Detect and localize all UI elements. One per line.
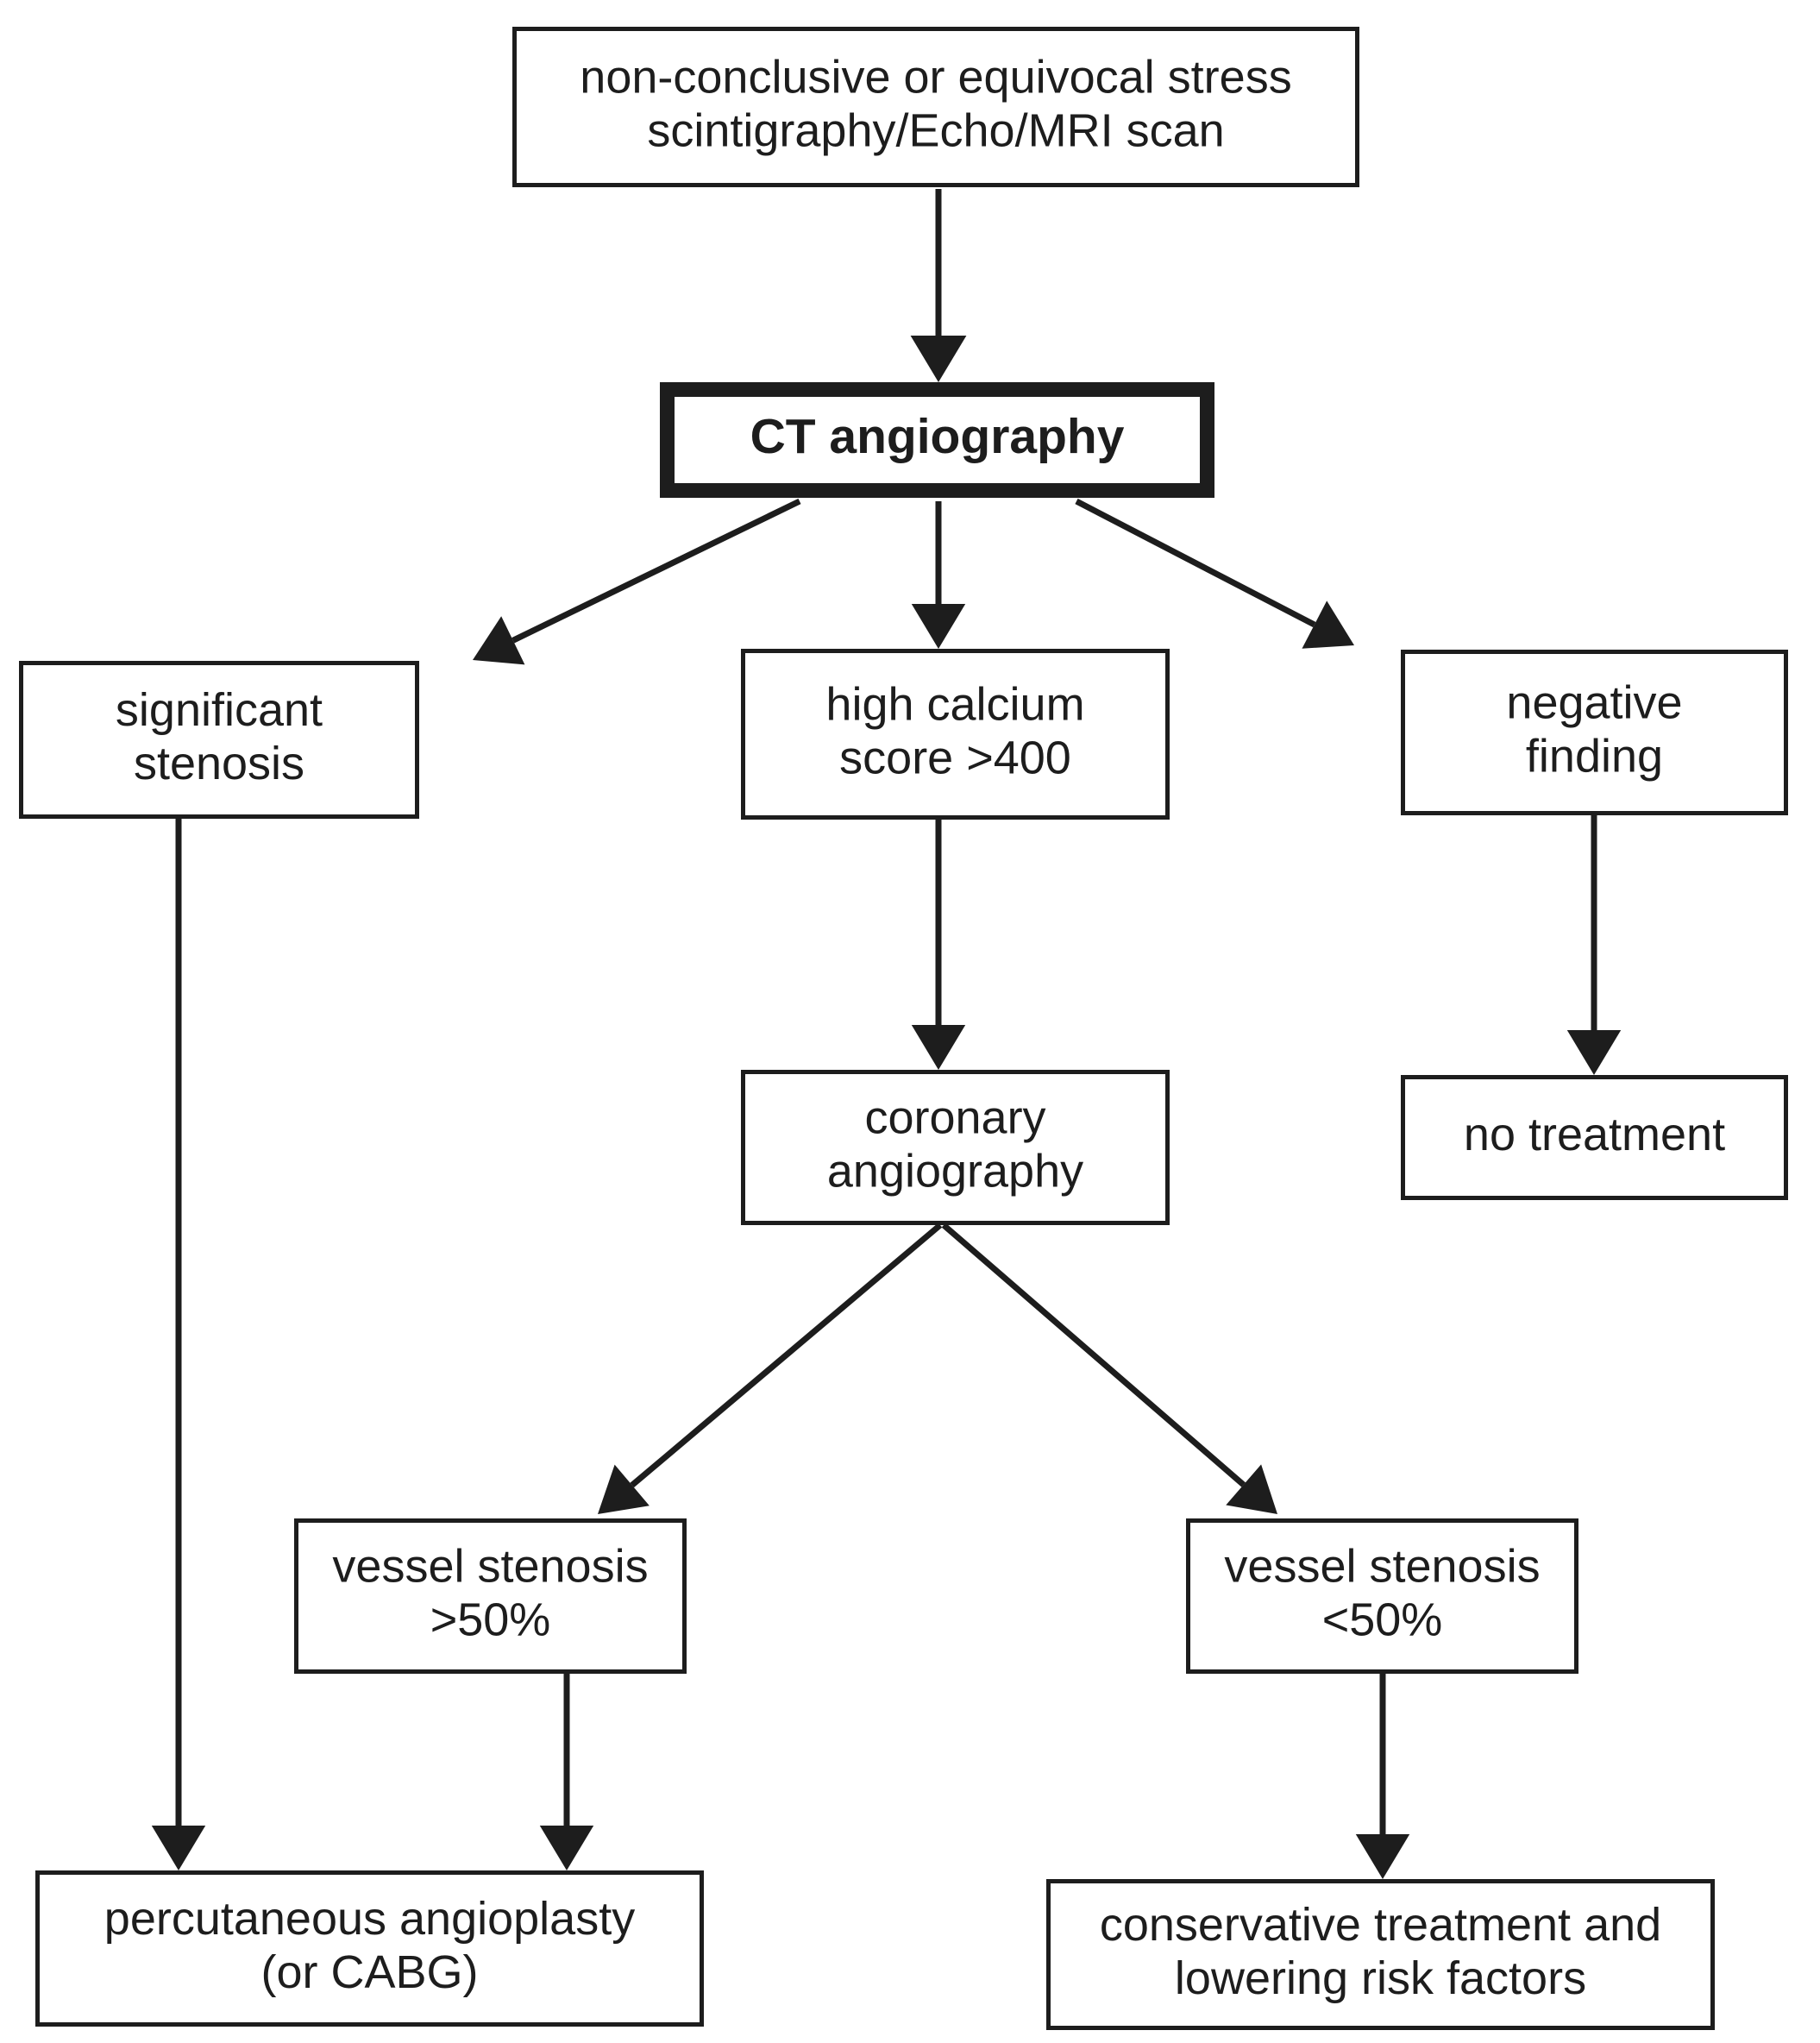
node-label-line: >50% xyxy=(430,1594,551,1645)
node-box[interactable] xyxy=(1186,1518,1578,1674)
node-label-line: coronary xyxy=(864,1091,1045,1143)
edge-line xyxy=(1075,498,1316,628)
arrowhead-icon xyxy=(911,1025,966,1070)
edge-line xyxy=(630,1223,943,1488)
edge-coronary-angiography-to-vessel-stenosis-under-50 xyxy=(941,1223,1277,1514)
node-label-line: conservative treatment and xyxy=(1100,1899,1661,1951)
node-label-line: significant xyxy=(116,684,323,736)
node-box[interactable] xyxy=(19,661,419,819)
node-label-line: angiography xyxy=(827,1145,1083,1197)
edge-ct-angiography-to-negative-finding xyxy=(1075,498,1354,649)
node-label-line: non-conclusive or equivocal stress xyxy=(580,51,1291,103)
node-label-line: CT angiography xyxy=(750,409,1125,464)
node-label-line: <50% xyxy=(1322,1594,1443,1645)
node-box[interactable] xyxy=(660,382,1214,498)
node-label-line: vessel stenosis xyxy=(332,1540,648,1592)
edge-negative-finding-to-no-treatment xyxy=(1566,815,1622,1075)
node-ct-angiography[interactable]: CT angiography xyxy=(660,382,1214,498)
arrowhead-icon xyxy=(473,616,525,665)
arrowhead-icon xyxy=(151,1826,206,1870)
edge-ct-angiography-to-significant-stenosis xyxy=(473,498,801,665)
arrowhead-icon xyxy=(1226,1464,1277,1514)
node-label-line: vessel stenosis xyxy=(1224,1540,1540,1592)
edge-ct-angiography-to-high-calcium-score xyxy=(911,501,966,649)
edge-vessel-stenosis-over-50-to-percutaneous-angioplasty xyxy=(539,1674,594,1870)
arrowhead-icon xyxy=(1355,1834,1410,1879)
node-label-line: scintigraphy/Echo/MRI scan xyxy=(647,104,1224,156)
node-label-line: (or CABG) xyxy=(260,1946,478,1998)
node-label-line: negative xyxy=(1506,676,1682,728)
node-layer: non-conclusive or equivocal stressscinti… xyxy=(19,27,1788,2030)
node-vessel-stenosis-over-50[interactable]: vessel stenosis>50% xyxy=(294,1518,687,1674)
arrowhead-icon xyxy=(1302,600,1354,649)
node-box[interactable] xyxy=(741,1070,1170,1225)
node-label-line: finding xyxy=(1526,730,1663,782)
node-box[interactable] xyxy=(1046,1879,1715,2030)
node-percutaneous-angioplasty[interactable]: percutaneous angioplasty(or CABG) xyxy=(35,1870,704,2027)
node-label-line: high calcium xyxy=(825,678,1084,730)
node-box[interactable] xyxy=(1401,650,1788,815)
node-box[interactable] xyxy=(1401,1075,1788,1200)
arrowhead-icon xyxy=(539,1826,594,1870)
node-box[interactable] xyxy=(294,1518,687,1674)
edge-line xyxy=(941,1223,1246,1487)
node-stress-scan[interactable]: non-conclusive or equivocal stressscinti… xyxy=(512,27,1359,187)
node-label-line: lowering risk factors xyxy=(1175,1952,1586,2004)
node-box[interactable] xyxy=(35,1870,704,2027)
node-box[interactable] xyxy=(512,27,1359,187)
arrowhead-icon xyxy=(910,336,967,382)
edge-coronary-angiography-to-vessel-stenosis-over-50 xyxy=(598,1223,943,1514)
arrowhead-icon xyxy=(1566,1030,1622,1075)
edge-layer xyxy=(151,189,1622,1879)
node-box[interactable] xyxy=(741,649,1170,820)
edge-significant-stenosis-to-percutaneous-angioplasty xyxy=(151,819,206,1870)
node-label-line: no treatment xyxy=(1464,1109,1725,1160)
edge-stress-scan-to-ct-angiography xyxy=(910,189,967,382)
node-label-line: score >400 xyxy=(839,732,1071,783)
edge-line xyxy=(511,498,801,644)
arrowhead-icon xyxy=(598,1464,650,1514)
node-no-treatment[interactable]: no treatment xyxy=(1401,1075,1788,1200)
arrowhead-icon xyxy=(911,604,966,649)
node-label-line: stenosis xyxy=(134,738,304,789)
edge-vessel-stenosis-under-50-to-conservative-treatment xyxy=(1355,1674,1410,1879)
edge-high-calcium-score-to-coronary-angiography xyxy=(911,820,966,1070)
node-label-line: percutaneous angioplasty xyxy=(104,1893,635,1945)
node-vessel-stenosis-under-50[interactable]: vessel stenosis<50% xyxy=(1186,1518,1578,1674)
